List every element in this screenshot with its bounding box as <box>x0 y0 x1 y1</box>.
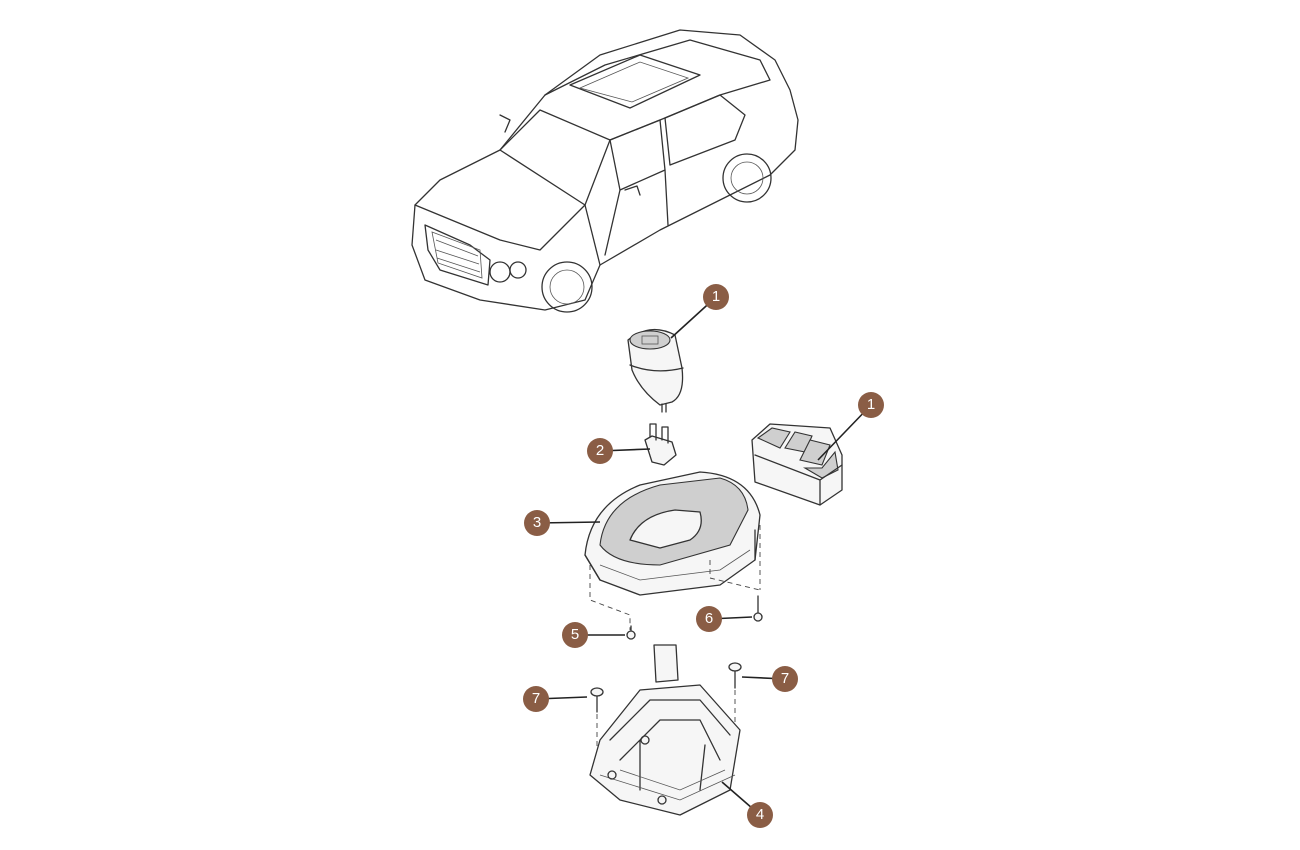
clip <box>644 423 677 466</box>
selector-trim <box>584 471 761 596</box>
selector-mechanism <box>589 644 741 816</box>
gear-knob <box>627 328 684 413</box>
callout-6-screw: 6 <box>696 606 722 632</box>
callout-4-selector-mechanism: 4 <box>747 802 773 828</box>
callout-1-gear-knob: 1 <box>703 284 729 310</box>
callout-3-selector-trim: 3 <box>524 510 550 536</box>
callout-7-bolt-left: 7 <box>523 686 549 712</box>
bolt-left <box>590 687 604 713</box>
vehicle-illustration <box>411 29 799 313</box>
switch-panel <box>751 423 843 506</box>
callout-5-screw: 5 <box>562 622 588 648</box>
bolt-right <box>728 662 742 689</box>
callout-2-clip: 2 <box>587 438 613 464</box>
callout-1-switch-panel: 1 <box>858 392 884 418</box>
callout-7-bolt-right: 7 <box>772 666 798 692</box>
screw-5 <box>626 625 636 640</box>
screw-6 <box>753 595 763 622</box>
